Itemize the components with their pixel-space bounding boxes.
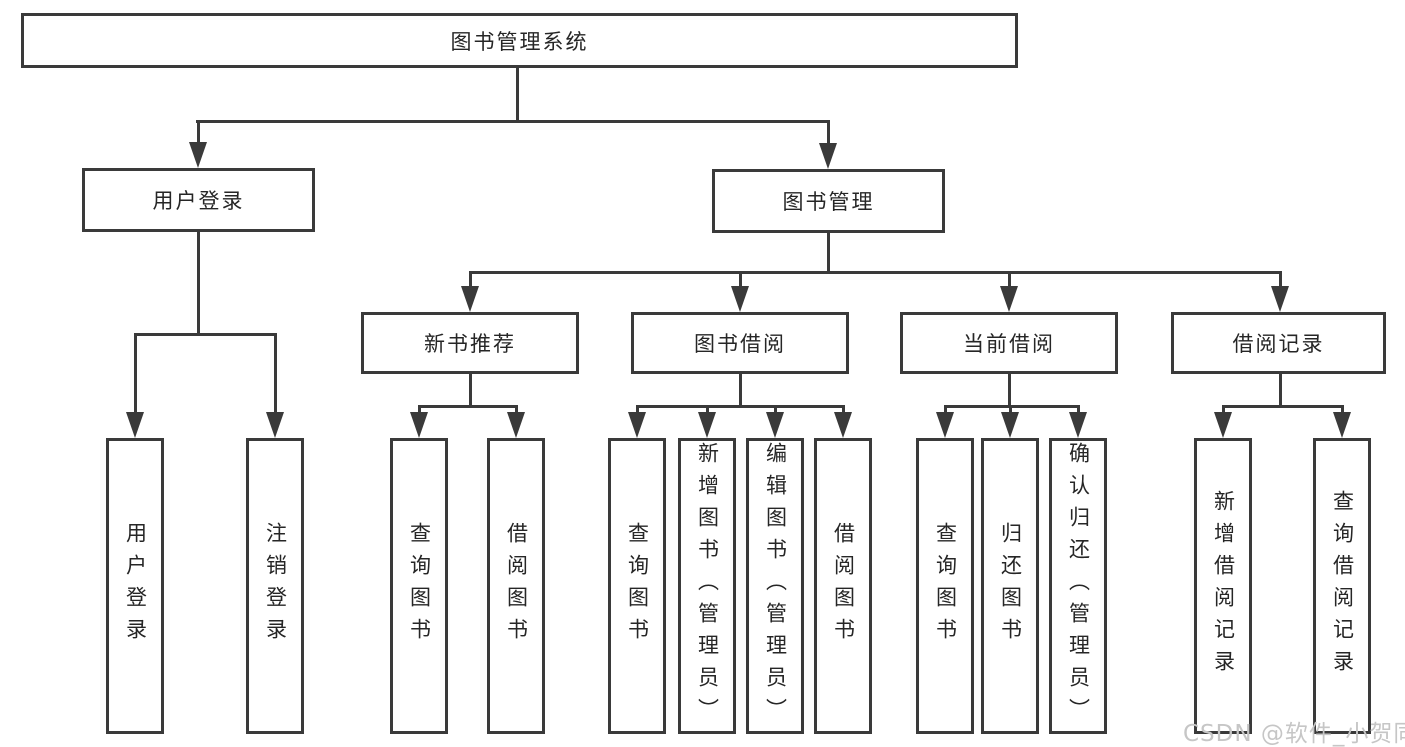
leaf-add-books-admin: 新增图书（管理员） [678,438,736,734]
edge-new-book-drop-2 [515,405,518,415]
leaf-user-login: 用户登录 [106,438,164,734]
arrow-to-edit-books-admin [766,412,784,438]
leaf-add-borrow-record: 新增借阅记录 [1194,438,1252,734]
edge-user-login-hbar [134,333,277,336]
arrow-to-query-books-current [936,412,954,438]
arrow-to-borrow-books [834,412,852,438]
leaf-query-books-current-label: 查询图书 [933,522,958,650]
edge-current-borrow-drop-2 [1009,405,1012,415]
leaf-query-books-current: 查询图书 [916,438,974,734]
edge-root-drop-left [197,120,200,146]
edge-borrow-records-hbar [1222,405,1344,408]
edge-current-borrow-drop-3 [1077,405,1080,415]
edge-book-borrow-drop-1 [636,405,639,415]
edge-book-borrow-drop-3 [774,405,777,415]
edge-root-stem [516,68,519,122]
arrow-to-new-book-recommend [461,286,479,312]
leaf-user-login-label: 用户登录 [123,522,148,650]
node-borrow-records: 借阅记录 [1171,312,1386,374]
edge-user-login-drop-2 [274,333,277,414]
arrow-to-confirm-return-admin [1069,412,1087,438]
edge-drop-book-borrow [739,271,742,289]
node-user-login: 用户登录 [82,168,315,232]
arrow-to-book-management [819,143,837,169]
leaf-borrow-books-label: 借阅图书 [831,522,856,650]
edge-book-borrow-stem [739,374,742,408]
edge-book-borrow-hbar [636,405,845,408]
leaf-edit-books-admin-label: 编辑图书（管理员） [763,442,788,730]
leaf-query-borrow-record-label: 查询借阅记录 [1330,490,1355,682]
leaf-query-books-borrow: 查询图书 [608,438,666,734]
edge-borrow-records-stem [1279,374,1282,408]
node-current-borrow: 当前借阅 [900,312,1118,374]
arrow-to-query-books-recommend [410,412,428,438]
leaf-query-borrow-record: 查询借阅记录 [1313,438,1371,734]
leaf-confirm-return-admin-label: 确认归还（管理员） [1066,442,1091,730]
arrow-to-borrow-books-recommend [507,412,525,438]
leaf-return-books-label: 归还图书 [998,522,1023,650]
edge-root-drop-right [827,120,830,146]
edge-current-borrow-hbar [944,405,1080,408]
edge-book-borrow-drop-2 [706,405,709,415]
arrow-to-add-borrow-record [1214,412,1232,438]
arrow-to-query-books-borrow [628,412,646,438]
node-user-login-label: 用户登录 [152,189,245,213]
node-book-management: 图书管理 [712,169,945,233]
edge-root-hbar [196,120,830,123]
leaf-logout-label: 注销登录 [263,522,288,650]
arrow-to-user-login [189,142,207,168]
edge-new-book-drop-1 [418,405,421,415]
leaf-borrow-books-recommend: 借阅图书 [487,438,545,734]
node-book-borrow: 图书借阅 [631,312,849,374]
arrow-to-leaf-logout [266,412,284,438]
arrow-to-query-borrow-record [1333,412,1351,438]
node-root: 图书管理系统 [21,13,1018,68]
arrow-to-current-borrow [1000,286,1018,312]
edge-user-login-stem [197,232,200,335]
leaf-add-borrow-record-label: 新增借阅记录 [1211,490,1236,682]
edge-borrow-records-drop-2 [1341,405,1344,415]
arrow-to-leaf-user-login [126,412,144,438]
edge-new-book-stem [469,374,472,408]
node-new-book-recommend: 新书推荐 [361,312,579,374]
leaf-confirm-return-admin: 确认归还（管理员） [1049,438,1107,734]
leaf-borrow-books: 借阅图书 [814,438,872,734]
node-book-borrow-label: 图书借阅 [694,332,786,356]
leaf-return-books: 归还图书 [981,438,1039,734]
edge-book-mgmt-hbar [469,271,1282,274]
edge-new-book-hbar [418,405,518,408]
node-book-management-label: 图书管理 [782,190,875,214]
edge-drop-borrow-records [1279,271,1282,289]
edge-borrow-records-drop-1 [1222,405,1225,415]
node-current-borrow-label: 当前借阅 [963,332,1055,356]
edge-book-mgmt-stem [827,233,830,273]
edge-book-borrow-drop-4 [842,405,845,415]
leaf-query-books-recommend: 查询图书 [390,438,448,734]
leaf-logout: 注销登录 [246,438,304,734]
arrow-to-borrow-records [1271,286,1289,312]
arrow-to-book-borrow [731,286,749,312]
arrow-to-add-books-admin [698,412,716,438]
watermark: CSDN @软件_小贺同学 [1183,721,1405,747]
leaf-query-books-borrow-label: 查询图书 [625,522,650,650]
edge-current-borrow-stem [1008,374,1011,408]
node-new-book-recommend-label: 新书推荐 [424,332,516,356]
edge-current-borrow-drop-1 [944,405,947,415]
leaf-query-books-recommend-label: 查询图书 [407,522,432,650]
node-borrow-records-label: 借阅记录 [1232,332,1325,356]
edge-drop-current-borrow [1008,271,1011,289]
leaf-add-books-admin-label: 新增图书（管理员） [695,442,720,730]
edge-user-login-drop-1 [134,333,137,414]
edge-drop-new-book [469,271,472,289]
node-root-label: 图书管理系统 [450,29,589,54]
arrow-to-return-books [1001,412,1019,438]
leaf-borrow-books-recommend-label: 借阅图书 [504,522,529,650]
leaf-edit-books-admin: 编辑图书（管理员） [746,438,804,734]
